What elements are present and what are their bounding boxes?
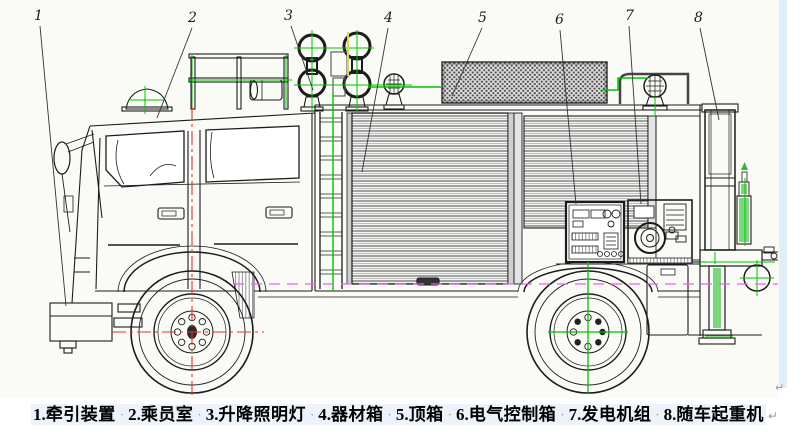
caption-item-6-num: 6.	[455, 405, 469, 424]
space-mark: ·	[387, 407, 392, 422]
callout-number-7: 7	[625, 8, 634, 24]
callout-number-1: 1	[34, 8, 43, 24]
callout-number-2: 2	[187, 10, 197, 26]
callout-numbers: 1 2 3 4 5 6 7 8	[34, 8, 703, 28]
top-box	[441, 61, 608, 104]
caption-item-8-num: 8.	[663, 405, 677, 424]
caption-item-2-label: 乘员室	[140, 405, 194, 424]
caption-item-5-num: 5.	[395, 405, 409, 424]
callout-number-6: 6	[555, 12, 564, 28]
towing-device	[49, 302, 143, 354]
caption-item-7-label: 发电机组	[581, 405, 652, 424]
caption-item-1-label: 牵引装置	[45, 405, 116, 424]
truck-diagram-svg: 1 2 3 4 5 6 7 8	[34, 0, 787, 400]
red-centerlines	[112, 106, 264, 400]
truck-crane	[692, 103, 778, 345]
space-mark: ·	[197, 407, 202, 422]
generator-set	[627, 199, 693, 264]
paragraph-return-mark: ↵	[765, 409, 778, 423]
green-centerlines	[128, 30, 775, 392]
caption-item-3-label: 升降照明灯	[218, 405, 306, 424]
siren-beacon	[121, 88, 173, 112]
caption-item-4-num: 4.	[318, 405, 332, 424]
caption-item-7-num: 7.	[568, 405, 582, 424]
space-mark: ·	[655, 407, 660, 422]
callout-number-8: 8	[694, 10, 703, 26]
callout-number-4: 4	[383, 10, 393, 26]
callout-number-5: 5	[478, 10, 487, 26]
space-mark: ·	[447, 407, 452, 422]
caption-item-8-label: 随车起重机	[676, 405, 764, 424]
page-edge-strip	[779, 0, 787, 388]
space-mark: ·	[119, 407, 125, 422]
crew-cab	[71, 112, 316, 304]
side-mirror	[53, 133, 95, 233]
truck-diagram-image: 1 2 3 4 5 6 7 8	[34, 0, 787, 400]
rear-searchlight	[618, 72, 690, 111]
caption-item-4-label: 器材箱	[331, 405, 384, 424]
parts-legend-caption: 1.牵引装置·2.乘员室·3.升降照明灯·4.器材箱·5.顶箱·6.电气控制箱·…	[0, 402, 809, 432]
electrical-control-box	[564, 200, 626, 264]
paragraph-return-mark: ↵	[775, 381, 785, 394]
truck-body-linework	[49, 31, 778, 394]
caption-item-6-label: 电气控制箱	[468, 405, 557, 424]
caption-item-1-num: 1.	[33, 405, 46, 424]
space-mark: ·	[560, 407, 565, 422]
space-mark: ·	[309, 407, 315, 422]
equipment-box	[258, 104, 762, 336]
caption-item-2-num: 2.	[128, 405, 141, 424]
callout-leader-lines	[39, 25, 720, 307]
caption-text-run: 1.牵引装置·2.乘员室·3.升降照明灯·4.器材箱·5.顶箱·6.电气控制箱·…	[31, 404, 766, 425]
caption-item-5-label: 顶箱	[408, 405, 444, 424]
caption-item-3-num: 3.	[205, 405, 219, 424]
callout-number-3: 3	[284, 8, 293, 24]
